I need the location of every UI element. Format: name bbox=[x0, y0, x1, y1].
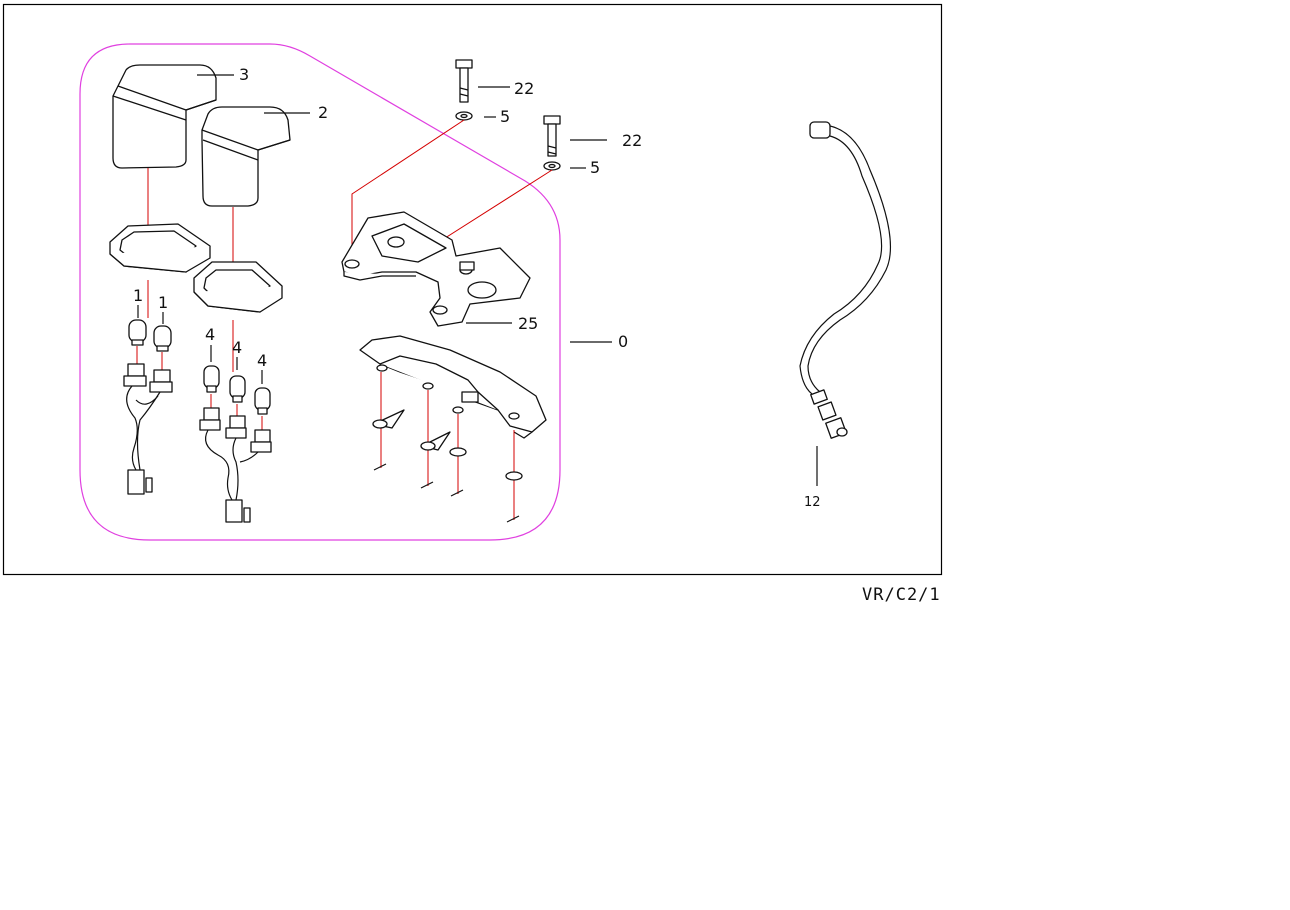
socket-harness-right bbox=[199, 407, 272, 523]
callout-0: 0 bbox=[618, 332, 628, 351]
gasket-left bbox=[109, 223, 211, 273]
callout-3: 3 bbox=[239, 65, 249, 84]
callout-2: 2 bbox=[318, 103, 328, 122]
callout-5b: 5 bbox=[590, 158, 600, 177]
speedometer-cable-12 bbox=[799, 121, 891, 439]
bulb-4c bbox=[254, 387, 271, 415]
lower-cover bbox=[359, 335, 547, 439]
callout-22b: 22 bbox=[622, 131, 642, 150]
bracket-25 bbox=[341, 211, 531, 327]
bolt-22a bbox=[455, 59, 473, 103]
callout-12: 12 bbox=[804, 495, 821, 510]
callout-1a: 1 bbox=[133, 286, 143, 305]
callout-4a: 4 bbox=[205, 325, 215, 344]
callout-5a: 5 bbox=[500, 107, 510, 126]
callout-25: 25 bbox=[518, 314, 538, 333]
reference-code: VR/C2/1 bbox=[862, 585, 941, 605]
callout-4b: 4 bbox=[232, 338, 242, 357]
callout-4c: 4 bbox=[257, 351, 267, 370]
callout-1b: 1 bbox=[158, 293, 168, 312]
socket-harness-left bbox=[123, 363, 173, 495]
bulb-4a bbox=[203, 365, 220, 393]
bulb-1b bbox=[153, 325, 172, 352]
meter-housing-3 bbox=[112, 64, 217, 169]
gasket-right bbox=[193, 261, 283, 313]
bulb-4b bbox=[229, 375, 246, 403]
bulb-1a bbox=[128, 319, 147, 346]
callout-22a: 22 bbox=[514, 79, 534, 98]
meter-housing-2 bbox=[201, 106, 291, 207]
assembly-outline bbox=[79, 43, 561, 541]
clips bbox=[372, 409, 523, 523]
bolt-22b bbox=[543, 115, 561, 157]
diagram-frame bbox=[2, 3, 943, 576]
